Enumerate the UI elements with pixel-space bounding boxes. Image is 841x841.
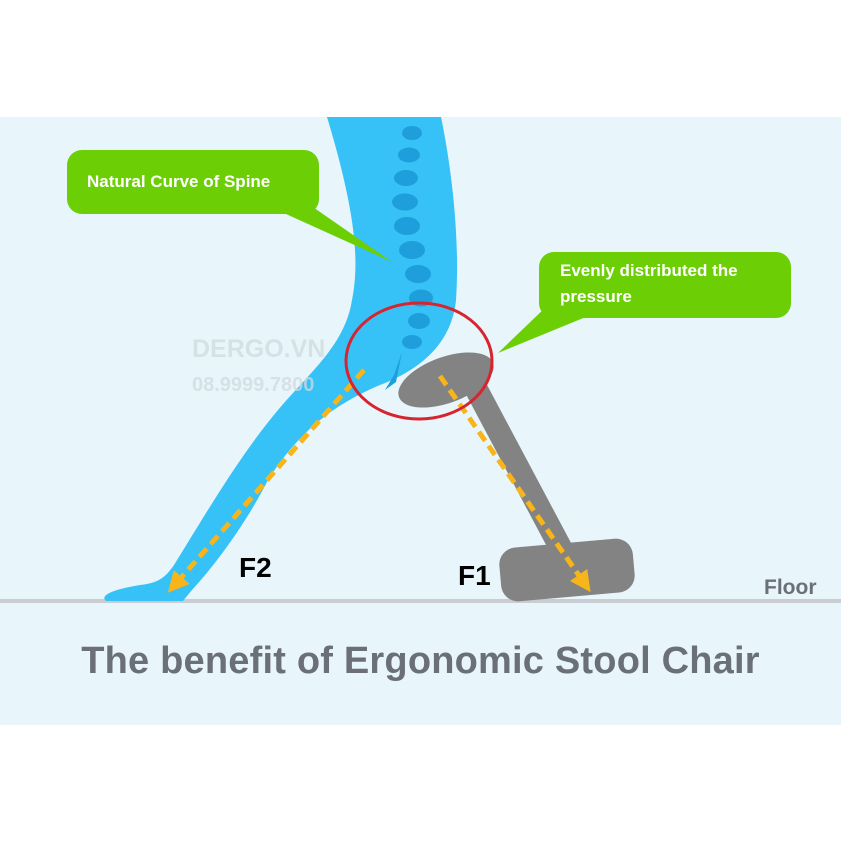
stool-base — [499, 538, 635, 602]
callout-pressure: Evenly distributed the pressure — [498, 252, 791, 353]
callout-spine: Natural Curve of Spine — [67, 150, 392, 262]
callout-pressure-line1: Evenly distributed the — [560, 261, 738, 280]
force-label-f1: F1 — [458, 560, 491, 591]
callout-spine-box — [67, 150, 319, 214]
stool-seat — [398, 352, 494, 408]
diagram-caption: The benefit of Ergonomic Stool Chair — [81, 640, 760, 682]
callout-pressure-box — [539, 252, 791, 318]
watermark-phone: 08.9999.7800 — [192, 374, 314, 396]
stool-stem — [452, 357, 583, 576]
callout-pressure-line2: pressure — [560, 287, 632, 306]
callout-spine-label: Natural Curve of Spine — [87, 172, 270, 191]
pressure-focus-ring — [344, 301, 494, 421]
body-silhouette — [104, 117, 458, 601]
force-arrow-f1 — [437, 374, 591, 593]
floor-label: Floor — [764, 576, 817, 599]
callout-spine-pointer — [255, 200, 392, 262]
floor-line — [0, 599, 841, 603]
force-arrow-f2 — [167, 368, 366, 593]
force-label-f2: F2 — [239, 552, 272, 583]
watermark-site: DERGO.VN — [192, 335, 325, 363]
stool-chair — [398, 352, 635, 602]
